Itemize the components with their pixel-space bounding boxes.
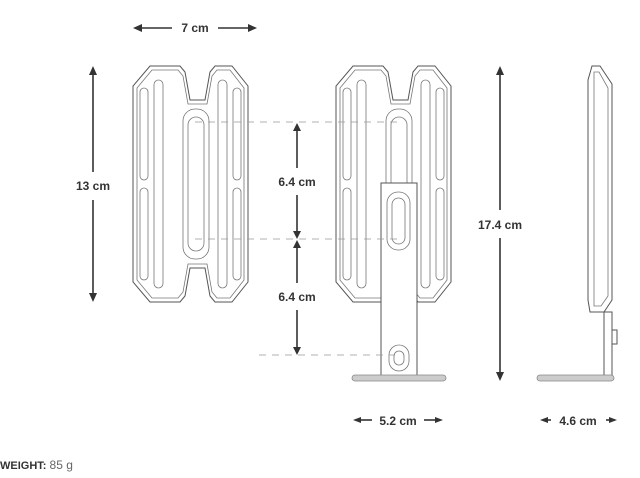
weight-value: 85 g [49, 458, 73, 472]
weight-label: WEIGHT: [0, 460, 47, 472]
front-view-panel [132, 65, 249, 303]
height-label: 13 cm [76, 179, 110, 193]
depth-dimension [540, 417, 617, 423]
hole-spacing-dimension [293, 123, 301, 355]
side-view [536, 65, 618, 382]
total-height-label: 17.4 cm [478, 218, 522, 232]
width-dimension [133, 24, 257, 32]
base-width-label: 5.2 cm [379, 414, 416, 428]
depth-label: 4.6 cm [559, 414, 596, 428]
base-width-dimension [353, 417, 443, 423]
width-label: 7 cm [181, 21, 208, 35]
weight-spec: WEIGHT: 85 g [0, 458, 73, 472]
front-view-with-stand [335, 65, 452, 382]
height-dimension [89, 66, 97, 302]
lower-spacing-label: 6.4 cm [278, 290, 315, 304]
reference-lines [195, 121, 400, 356]
total-height-dimension [496, 66, 504, 381]
upper-spacing-label: 6.4 cm [278, 175, 315, 189]
